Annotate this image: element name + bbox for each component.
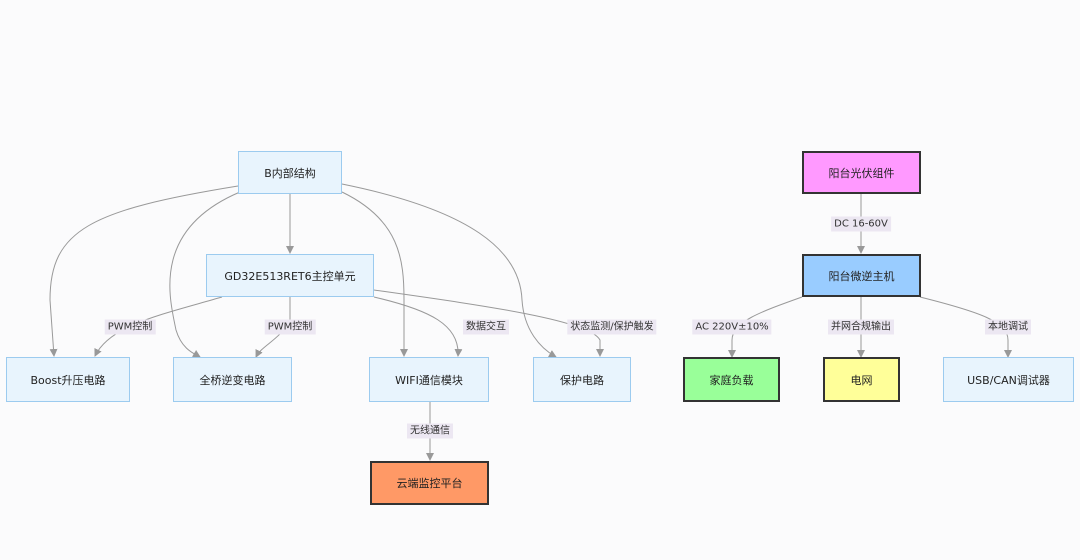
edge-inverter-to-debugger	[919, 296, 1012, 358]
node-b-structure: B内部结构	[238, 151, 342, 194]
edge-label-data-exchange: 数据交互	[463, 319, 509, 335]
edge-controller-to-wifi	[373, 296, 463, 357]
edge-controller-to-protection	[373, 289, 604, 357]
node-boost: Boost升压电路	[6, 357, 130, 402]
node-debugger: USB/CAN调试器	[943, 357, 1074, 402]
node-controller: GD32E513RET6主控单元	[206, 254, 374, 297]
edge-label-grid-output: 并网合规输出	[828, 319, 894, 335]
edge-b-to-protection	[341, 183, 557, 358]
node-bridge: 全桥逆变电路	[173, 357, 292, 402]
edge-label-dc-input: DC 16-60V	[831, 216, 891, 232]
edge-label-status-protect: 状态监测/保护触发	[567, 319, 657, 335]
edge-label-ac-output: AC 220V±10%	[692, 319, 772, 335]
node-wifi: WIFI通信模块	[369, 357, 489, 402]
node-cloud: 云端监控平台	[370, 461, 489, 505]
edge-label-local-debug: 本地调试	[985, 319, 1031, 335]
node-home-load: 家庭负载	[683, 357, 780, 402]
node-inverter: 阳台微逆主机	[802, 254, 921, 297]
edge-b-to-boost	[49, 185, 239, 357]
edge-inverter-to-home	[728, 296, 803, 358]
node-pv: 阳台光伏组件	[802, 151, 921, 194]
edge-label-wireless: 无线通信	[407, 423, 453, 439]
node-protection: 保护电路	[533, 357, 631, 402]
edge-label-pwm-boost: PWM控制	[104, 319, 156, 335]
edge-label-pwm-bridge: PWM控制	[264, 319, 316, 335]
node-grid: 电网	[823, 357, 900, 402]
edge-b-to-bridge	[169, 191, 241, 358]
